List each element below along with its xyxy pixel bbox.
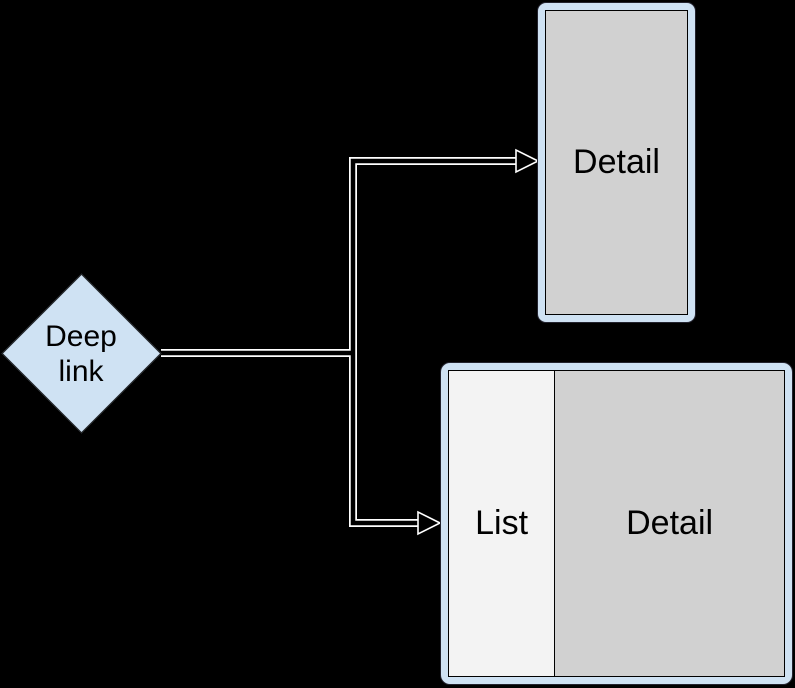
detail-pane: Detail <box>555 371 784 676</box>
list-pane-label: List <box>475 504 529 542</box>
deep-link-node: Deep link <box>1 273 162 434</box>
arrowhead-to-list-detail-icon <box>417 510 442 536</box>
connector-branch <box>350 158 516 526</box>
detail-pane-label: Detail <box>626 504 714 542</box>
list-detail-screen-node: List Detail <box>440 362 793 685</box>
detail-screen-content: Detail <box>545 10 688 315</box>
detail-screen-label: Detail <box>573 143 660 181</box>
list-pane: List <box>449 371 556 676</box>
arrowhead-to-detail-icon <box>515 148 540 174</box>
detail-screen-node: Detail <box>537 2 696 323</box>
list-detail-screen-content: List Detail <box>448 370 785 677</box>
deep-link-label: Deep link <box>45 320 117 388</box>
